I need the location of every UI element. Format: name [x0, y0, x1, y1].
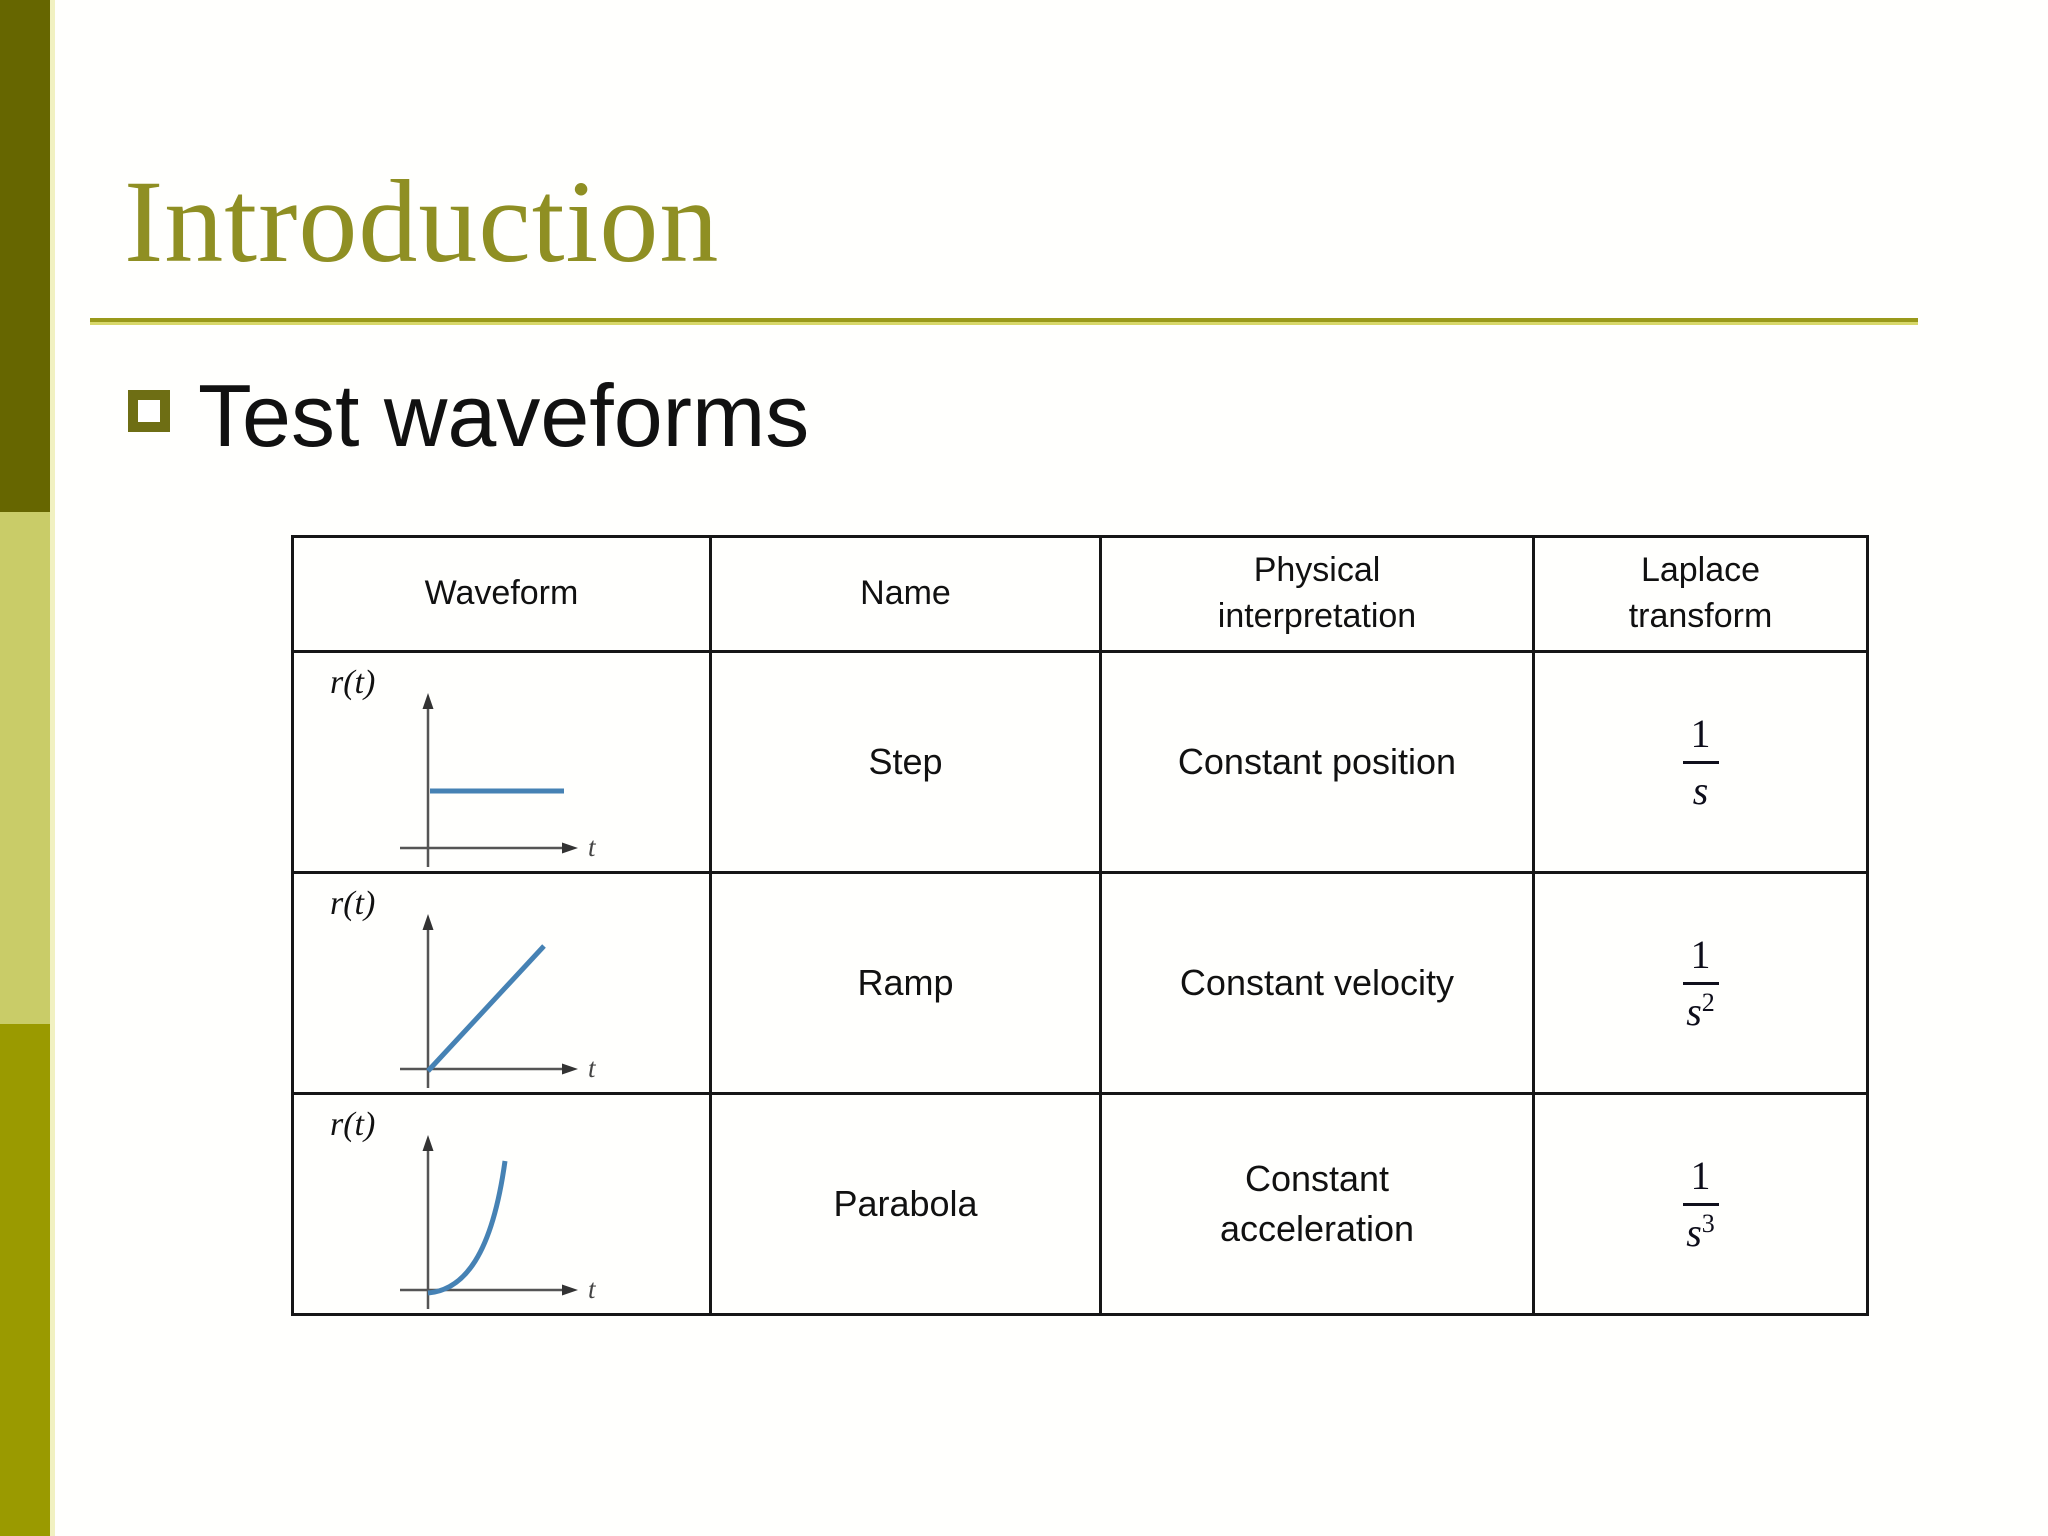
laplace-cell: 1 s3 — [1532, 1092, 1869, 1316]
parabola-waveform-cell: r(t) t — [291, 1092, 712, 1316]
x-axis-label: t — [588, 1053, 597, 1083]
bullet-item: Test waveforms — [128, 372, 809, 460]
laplace-cell: 1 s2 — [1532, 871, 1869, 1095]
fraction-bar — [1682, 1202, 1719, 1206]
fraction-denominator: s2 — [1686, 987, 1715, 1034]
header-name: Name — [709, 535, 1102, 653]
fraction-denominator: s3 — [1686, 1208, 1715, 1255]
test-waveforms-table: Waveform Name Physical interpretation La… — [291, 535, 1869, 1316]
name-cell: Ramp — [709, 871, 1102, 1095]
page-title: Introduction — [124, 156, 720, 287]
table-header-row: Waveform Name Physical interpretation La… — [291, 535, 1869, 653]
fraction-numerator: 1 — [1690, 710, 1711, 756]
laplace-fraction: 1 s2 — [1682, 931, 1719, 1034]
table-row: r(t) t Parabola Constant acceleration 1 … — [291, 1092, 1869, 1316]
square-bullet-icon — [128, 390, 170, 432]
sidebar-edge-stripe — [50, 0, 55, 1536]
laplace-cell: 1 s — [1532, 650, 1869, 874]
fraction-numerator: 1 — [1690, 931, 1711, 977]
laplace-fraction: 1 s3 — [1682, 1152, 1719, 1255]
name-cell: Parabola — [709, 1092, 1102, 1316]
fraction-denominator: s — [1693, 769, 1709, 811]
bullet-item-label: Test waveforms — [198, 366, 810, 465]
fraction-bar — [1682, 760, 1719, 764]
step-waveform-cell: r(t) t — [291, 650, 712, 874]
table-row: r(t) t Ramp Constant velocity 1 s2 — [291, 871, 1869, 1095]
header-laplace-transform: Laplace transform — [1532, 535, 1869, 653]
header-waveform: Waveform — [291, 535, 712, 653]
interpretation-cell: Constant acceleration — [1099, 1092, 1535, 1316]
fraction-exponent: 3 — [1701, 1208, 1715, 1238]
step-waveform-graph: r(t) t — [330, 664, 597, 867]
sidebar-segment-light — [0, 512, 50, 1024]
y-axis-label: r(t) — [330, 664, 375, 701]
sidebar-segment-medium — [0, 1024, 50, 1536]
ramp-waveform-cell: r(t) t — [291, 871, 712, 1095]
x-axis-label: t — [588, 1274, 597, 1304]
laplace-fraction: 1 s — [1682, 710, 1719, 811]
fraction-base: s — [1686, 1209, 1702, 1255]
ramp-waveform-graph: r(t) t — [330, 885, 597, 1088]
y-axis-label: r(t) — [330, 1106, 375, 1143]
fraction-bar — [1682, 981, 1719, 985]
sidebar-segment-dark — [0, 0, 50, 512]
interpretation-cell: Constant position — [1099, 650, 1535, 874]
parabola-waveform-graph: r(t) t — [330, 1106, 597, 1309]
table-row: r(t) t Step Constant position 1 s — [291, 650, 1869, 874]
sidebar-accent-bar — [0, 0, 50, 1536]
title-underline-rule — [90, 318, 1918, 325]
fraction-base: s — [1692, 767, 1709, 813]
y-axis-label: r(t) — [330, 885, 375, 922]
header-physical-interpretation: Physical interpretation — [1099, 535, 1535, 653]
fraction-numerator: 1 — [1690, 1152, 1711, 1198]
x-axis-label: t — [588, 832, 597, 862]
fraction-base: s — [1686, 988, 1702, 1034]
name-cell: Step — [709, 650, 1102, 874]
fraction-exponent: 2 — [1701, 987, 1715, 1017]
interpretation-cell: Constant velocity — [1099, 871, 1535, 1095]
